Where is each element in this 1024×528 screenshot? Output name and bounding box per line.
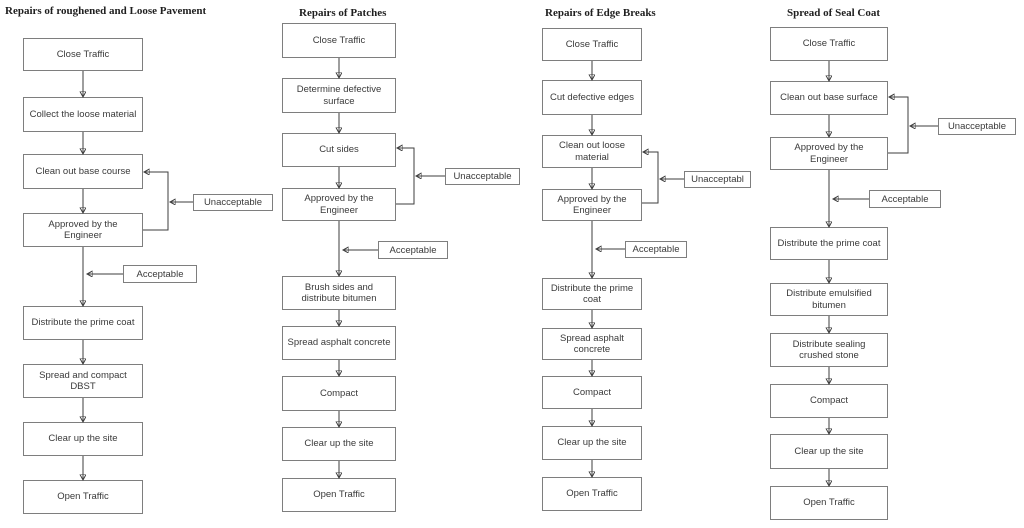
flow-step: Distribute the prime coat xyxy=(542,278,642,310)
flow-step: Close Traffic xyxy=(23,38,143,71)
flow-step: Clear up the site xyxy=(542,426,642,460)
acceptable-label: Acceptable xyxy=(378,241,448,259)
flow-step: Approved by the Engineer xyxy=(282,188,396,221)
flow-step: Distribute the prime coat xyxy=(23,306,143,340)
flow-step: Collect the loose material xyxy=(23,97,143,132)
flow-step: Spread asphalt concrete xyxy=(282,326,396,360)
flow-step: Spread and compact DBST xyxy=(23,364,143,398)
flow-step: Brush sides and distribute bitumen xyxy=(282,276,396,310)
flow-step: Compact xyxy=(282,376,396,411)
flow-step: Distribute emulsified bitumen xyxy=(770,283,888,316)
flow-step: Distribute sealing crushed stone xyxy=(770,333,888,367)
unacceptable-label: Unacceptable xyxy=(193,194,273,211)
flowchart-title: Repairs of Edge Breaks xyxy=(545,7,656,19)
flow-step: Open Traffic xyxy=(770,486,888,520)
flowchart-title: Spread of Seal Coat xyxy=(787,7,880,19)
flow-step: Clean out base surface xyxy=(770,81,888,115)
acceptable-label: Acceptable xyxy=(869,190,941,208)
flow-step: Approved by the Engineer xyxy=(542,189,642,221)
flow-step: Open Traffic xyxy=(23,480,143,514)
flowchart-title: Repairs of roughened and Loose Pavement xyxy=(5,5,207,17)
flow-step: Clear up the site xyxy=(23,422,143,456)
acceptable-label: Acceptable xyxy=(123,265,197,283)
flow-step: Compact xyxy=(542,376,642,409)
flow-step: Cut defective edges xyxy=(542,80,642,115)
flow-step: Cut sides xyxy=(282,133,396,167)
flow-step: Open Traffic xyxy=(282,478,396,512)
flow-step: Approved by the Engineer xyxy=(770,137,888,170)
acceptable-label: Acceptable xyxy=(625,241,687,258)
unacceptable-label: Unacceptabl xyxy=(684,171,751,188)
flow-step: Approved by the Engineer xyxy=(23,213,143,247)
flow-step: Open Traffic xyxy=(542,477,642,511)
unacceptable-label: Unacceptable xyxy=(938,118,1016,135)
flow-step: Close Traffic xyxy=(282,23,396,58)
flow-step: Close Traffic xyxy=(542,28,642,61)
flow-step: Close Traffic xyxy=(770,27,888,61)
flow-step: Spread asphalt concrete xyxy=(542,328,642,360)
flow-step: Determine defective surface xyxy=(282,78,396,113)
flow-step: Distribute the prime coat xyxy=(770,227,888,260)
flow-step: Clean out loose material xyxy=(542,135,642,168)
flowchart-title: Repairs of Patches xyxy=(299,7,387,19)
flow-step: Compact xyxy=(770,384,888,418)
flow-step: Clear up the site xyxy=(282,427,396,461)
unacceptable-label: Unacceptable xyxy=(445,168,520,185)
flow-step: Clean out base course xyxy=(23,154,143,189)
flow-step: Clear up the site xyxy=(770,434,888,469)
